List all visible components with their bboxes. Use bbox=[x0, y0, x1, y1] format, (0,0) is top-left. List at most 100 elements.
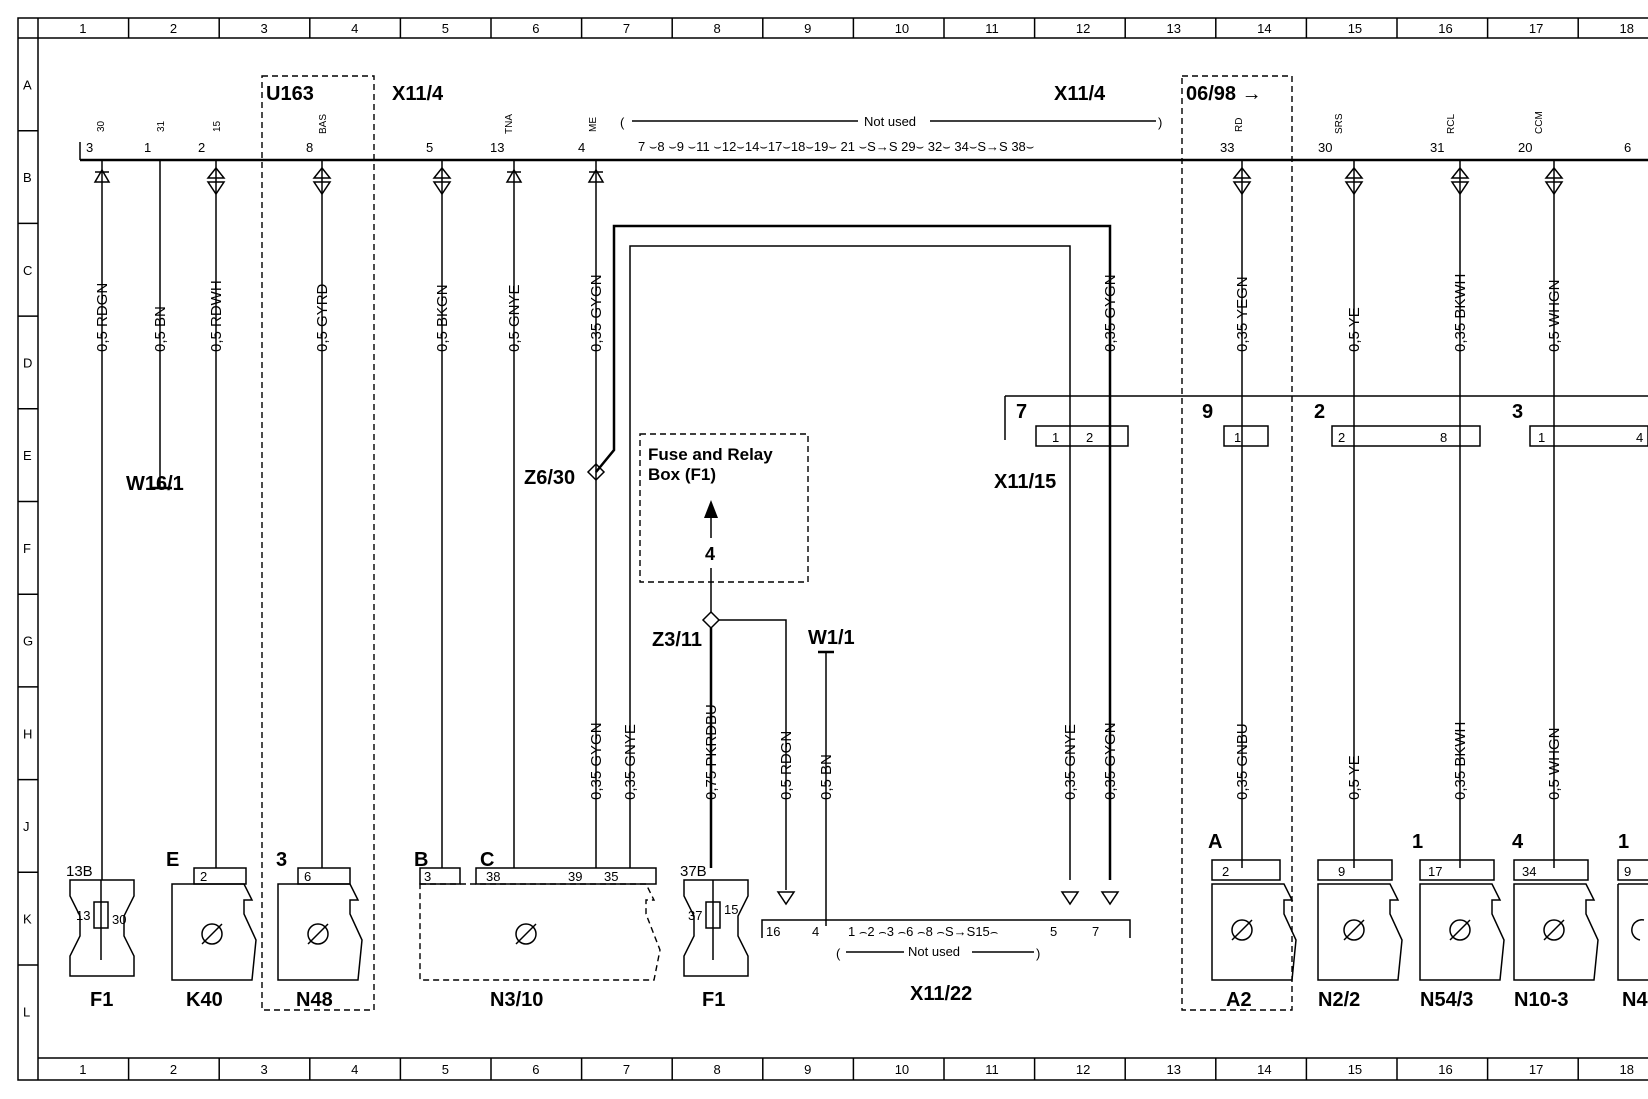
col-label: 4 bbox=[351, 21, 358, 36]
col-label: 3 bbox=[261, 21, 268, 36]
col-label: 10 bbox=[895, 21, 909, 36]
x11-15-pin2: 2 bbox=[1086, 430, 1093, 445]
x11-22-name: X11/22 bbox=[910, 983, 972, 1005]
row-label: D bbox=[23, 355, 32, 370]
top-pin-num: 13 bbox=[490, 140, 504, 155]
wire-label: 0,5 BN bbox=[818, 754, 835, 800]
wire-label: 0,5 WHGN bbox=[1546, 279, 1563, 352]
wire-label: 0,5 GYRD bbox=[314, 283, 331, 352]
wire-label: 0,35 GYGN bbox=[1102, 722, 1119, 800]
col-label: 6 bbox=[532, 1062, 539, 1077]
g9-pin1: 1 bbox=[1234, 430, 1241, 445]
top-pin-labels: 3 30 1 31 2 15 8 BAS 5 13 TNA 4 ME 33 RD… bbox=[86, 111, 1631, 155]
wire-label: 0,35 YEGN bbox=[1234, 276, 1251, 352]
col-label: 17 bbox=[1529, 1062, 1543, 1077]
f1b-conn: 37B bbox=[680, 863, 707, 880]
top-pin-num: 1 bbox=[144, 140, 151, 155]
row-label: G bbox=[23, 634, 33, 649]
wire-label: 0,35 GNBU bbox=[1234, 723, 1251, 800]
top-pin-tag: TNA bbox=[504, 114, 515, 134]
k40-pin: 2 bbox=[200, 869, 207, 884]
f1-pin30: 30 bbox=[112, 912, 126, 927]
fuse-box-arrow bbox=[704, 500, 718, 518]
n103-conn: 4 bbox=[1512, 831, 1524, 853]
wire-gyrd bbox=[312, 160, 332, 868]
wire-rdwh bbox=[206, 160, 226, 868]
f1-left-name: F1 bbox=[90, 989, 113, 1011]
n48-pin: 6 bbox=[304, 869, 311, 884]
col-label: 5 bbox=[442, 21, 449, 36]
col-label: 3 bbox=[261, 1062, 268, 1077]
col-label: 11 bbox=[985, 21, 999, 36]
n48-conn: 3 bbox=[276, 849, 287, 871]
n310-pin38: 38 bbox=[486, 869, 500, 884]
col-label: 11 bbox=[985, 1062, 999, 1077]
k40-conn: E bbox=[166, 849, 179, 871]
arrow-x11-22-16 bbox=[776, 891, 796, 906]
z6-30-label: Z6/30 bbox=[524, 467, 575, 489]
not-used-bottom-open: ( bbox=[836, 946, 841, 961]
wire-label: 0,35 GYGN bbox=[588, 722, 605, 800]
wire-label: 0,5 BKGN bbox=[434, 284, 451, 352]
variant-0698-boundary bbox=[1181, 75, 1293, 1011]
top-pin-tag: SRS bbox=[1334, 113, 1345, 134]
module-a2: A 2 bbox=[1208, 831, 1297, 981]
top-pin-tag: RD bbox=[1234, 118, 1245, 132]
wire-label: 0,5 YE bbox=[1346, 755, 1363, 800]
group-2: 2 bbox=[1314, 401, 1325, 423]
g3-pin1: 1 bbox=[1538, 430, 1545, 445]
x11-22-connector bbox=[761, 919, 1131, 938]
arrow-x11-22-5 bbox=[1060, 891, 1080, 906]
k40-name: K40 bbox=[186, 989, 223, 1011]
row-label: H bbox=[23, 726, 32, 741]
z6-30-branch bbox=[595, 224, 1112, 880]
col-label: 17 bbox=[1529, 21, 1543, 36]
f1b-pin37: 37 bbox=[688, 908, 702, 923]
not-used-top-pins: 7 ⌣8 ⌣9 ⌣11 ⌣12⌣14⌣17⌣18⌣19⌣ 21 ⌣S→S 29⌣… bbox=[638, 139, 1034, 154]
top-pin-tag: 30 bbox=[96, 120, 107, 132]
fuse-box-line2: Box (F1) bbox=[648, 465, 716, 484]
fuse-box-pin: 4 bbox=[705, 544, 715, 564]
module-n3-10: B C 3 38 39 35 bbox=[414, 849, 661, 981]
top-pin-num: 8 bbox=[306, 140, 313, 155]
n310-pin35: 35 bbox=[604, 869, 618, 884]
wire-rdgn-branch bbox=[719, 619, 787, 890]
group-9-pins bbox=[1223, 425, 1269, 447]
module-n4-partial: 1 9 bbox=[1617, 831, 1648, 981]
col-label: 4 bbox=[351, 1062, 358, 1077]
n3-10-name: N3/10 bbox=[490, 989, 543, 1011]
wire-label: 0,5 RDGN bbox=[94, 283, 111, 352]
n543-pin: 17 bbox=[1428, 864, 1442, 879]
wire-label: 0,35 GNYE bbox=[622, 724, 639, 800]
wire-label: 0,5 YE bbox=[1346, 307, 1363, 352]
top-pin-num: 2 bbox=[198, 140, 205, 155]
n2-2-name: N2/2 bbox=[1318, 989, 1360, 1011]
col-label: 8 bbox=[714, 1062, 721, 1077]
n22-pin: 9 bbox=[1338, 864, 1345, 879]
n310-pin3: 3 bbox=[424, 869, 431, 884]
row-label: C bbox=[23, 263, 32, 278]
arrow-x11-22-7 bbox=[1100, 891, 1120, 906]
top-pin-num: 31 bbox=[1430, 140, 1444, 155]
row-label: L bbox=[23, 1004, 30, 1019]
wire-label: 0,35 GNYE bbox=[1062, 724, 1079, 800]
a2-pin: 2 bbox=[1222, 864, 1229, 879]
row-label: A bbox=[23, 77, 32, 92]
not-used-paren-close: ) bbox=[1158, 115, 1162, 130]
module-n2-2: 9 bbox=[1317, 859, 1403, 981]
col-label: 1 bbox=[79, 1062, 86, 1077]
col-label: 2 bbox=[170, 1062, 177, 1077]
top-pin-tag: 15 bbox=[212, 120, 223, 132]
col-label: 12 bbox=[1076, 1062, 1090, 1077]
wire-label: 0,5 WHGN bbox=[1546, 727, 1563, 800]
wire-rdgn-1 bbox=[93, 160, 111, 880]
fuse-f1-right: 37B 37 15 bbox=[680, 863, 749, 977]
row-label: B bbox=[23, 170, 32, 185]
group-9: 9 bbox=[1202, 401, 1213, 423]
from-0698-label: 06/98 → bbox=[1186, 83, 1262, 105]
wire-gygn-me bbox=[587, 160, 605, 868]
wire-ye bbox=[1344, 160, 1364, 868]
top-pin-num: 5 bbox=[426, 140, 433, 155]
